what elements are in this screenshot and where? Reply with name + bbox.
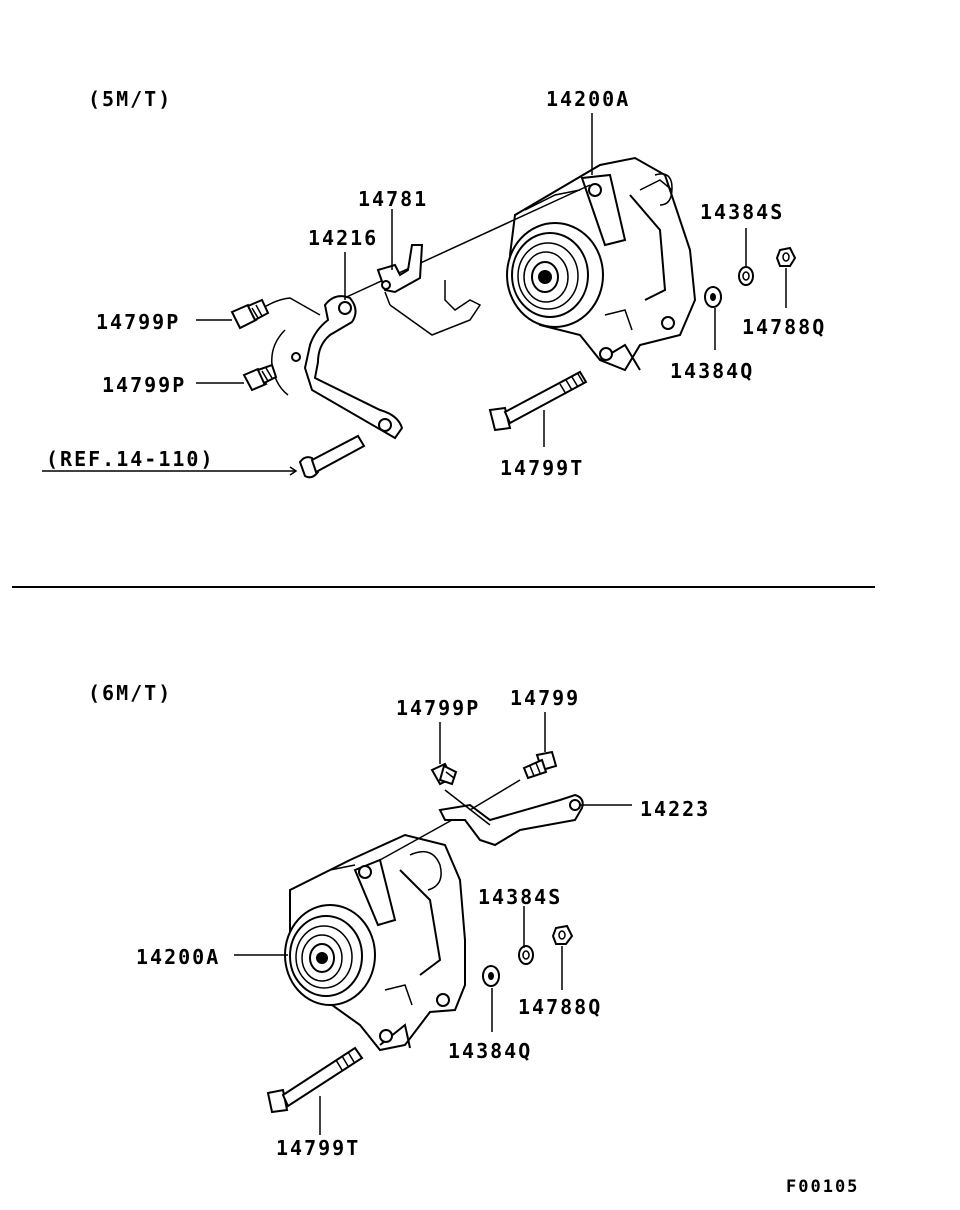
- section-title-5mt: (5M/T): [88, 87, 172, 111]
- label-long-bolt-6mt: 14799T: [276, 1136, 360, 1160]
- harness-bracket-5mt: [376, 244, 482, 336]
- brace-6mt: [438, 779, 584, 847]
- spring-washer-5mt: [738, 266, 754, 286]
- long-bolt-5mt: [488, 370, 588, 432]
- label-harness-bracket-5mt: 14781: [358, 187, 428, 211]
- label-spring-washer-5mt: 14384S: [700, 200, 784, 224]
- spring-washer-6mt: [518, 945, 534, 965]
- section-5mt: (5M/T): [42, 87, 826, 480]
- bolt-lower-5mt: [242, 363, 278, 392]
- section-6mt: (6M/T): [88, 681, 710, 1160]
- nut-5mt: [775, 246, 797, 267]
- label-washer-6mt: 14384Q: [448, 1039, 532, 1063]
- label-nut-6mt: 14788Q: [518, 995, 602, 1019]
- label-washer-5mt: 14384Q: [670, 359, 754, 383]
- label-bolt-upper-5mt: 14799P: [96, 310, 180, 334]
- label-alternator-5mt: 14200A: [546, 87, 630, 111]
- label-brace-5mt: 14216: [308, 226, 378, 250]
- label-long-bolt-5mt: 14799T: [500, 456, 584, 480]
- label-bolt-left-6mt: 14799P: [396, 696, 480, 720]
- bolt-right-6mt: [522, 750, 558, 780]
- alternator-5mt: [506, 156, 697, 372]
- label-bolt-lower-5mt: 14799P: [102, 373, 186, 397]
- alternator-6mt: [284, 809, 471, 1052]
- leaders-6mt: [234, 712, 632, 1135]
- bolt-upper-5mt: [230, 298, 270, 330]
- nut-6mt: [551, 924, 574, 945]
- bolt-left-6mt: [430, 762, 458, 786]
- washer-5mt: [704, 286, 722, 308]
- label-bolt-right-6mt: 14799: [510, 686, 580, 710]
- washer-6mt: [482, 965, 500, 987]
- label-brace-6mt: 14223: [640, 797, 710, 821]
- section-title-6mt: (6M/T): [88, 681, 172, 705]
- figure-code: F00105: [786, 1177, 859, 1197]
- leaders-5mt: [42, 113, 787, 476]
- ref-bolt-5mt: [298, 434, 366, 479]
- label-nut-5mt: 14788Q: [742, 315, 826, 339]
- label-spring-washer-6mt: 14384S: [478, 885, 562, 909]
- long-bolt-6mt: [266, 1046, 364, 1114]
- label-alternator-6mt: 14200A: [136, 945, 220, 969]
- label-ref-5mt: (REF.14-110): [46, 447, 215, 471]
